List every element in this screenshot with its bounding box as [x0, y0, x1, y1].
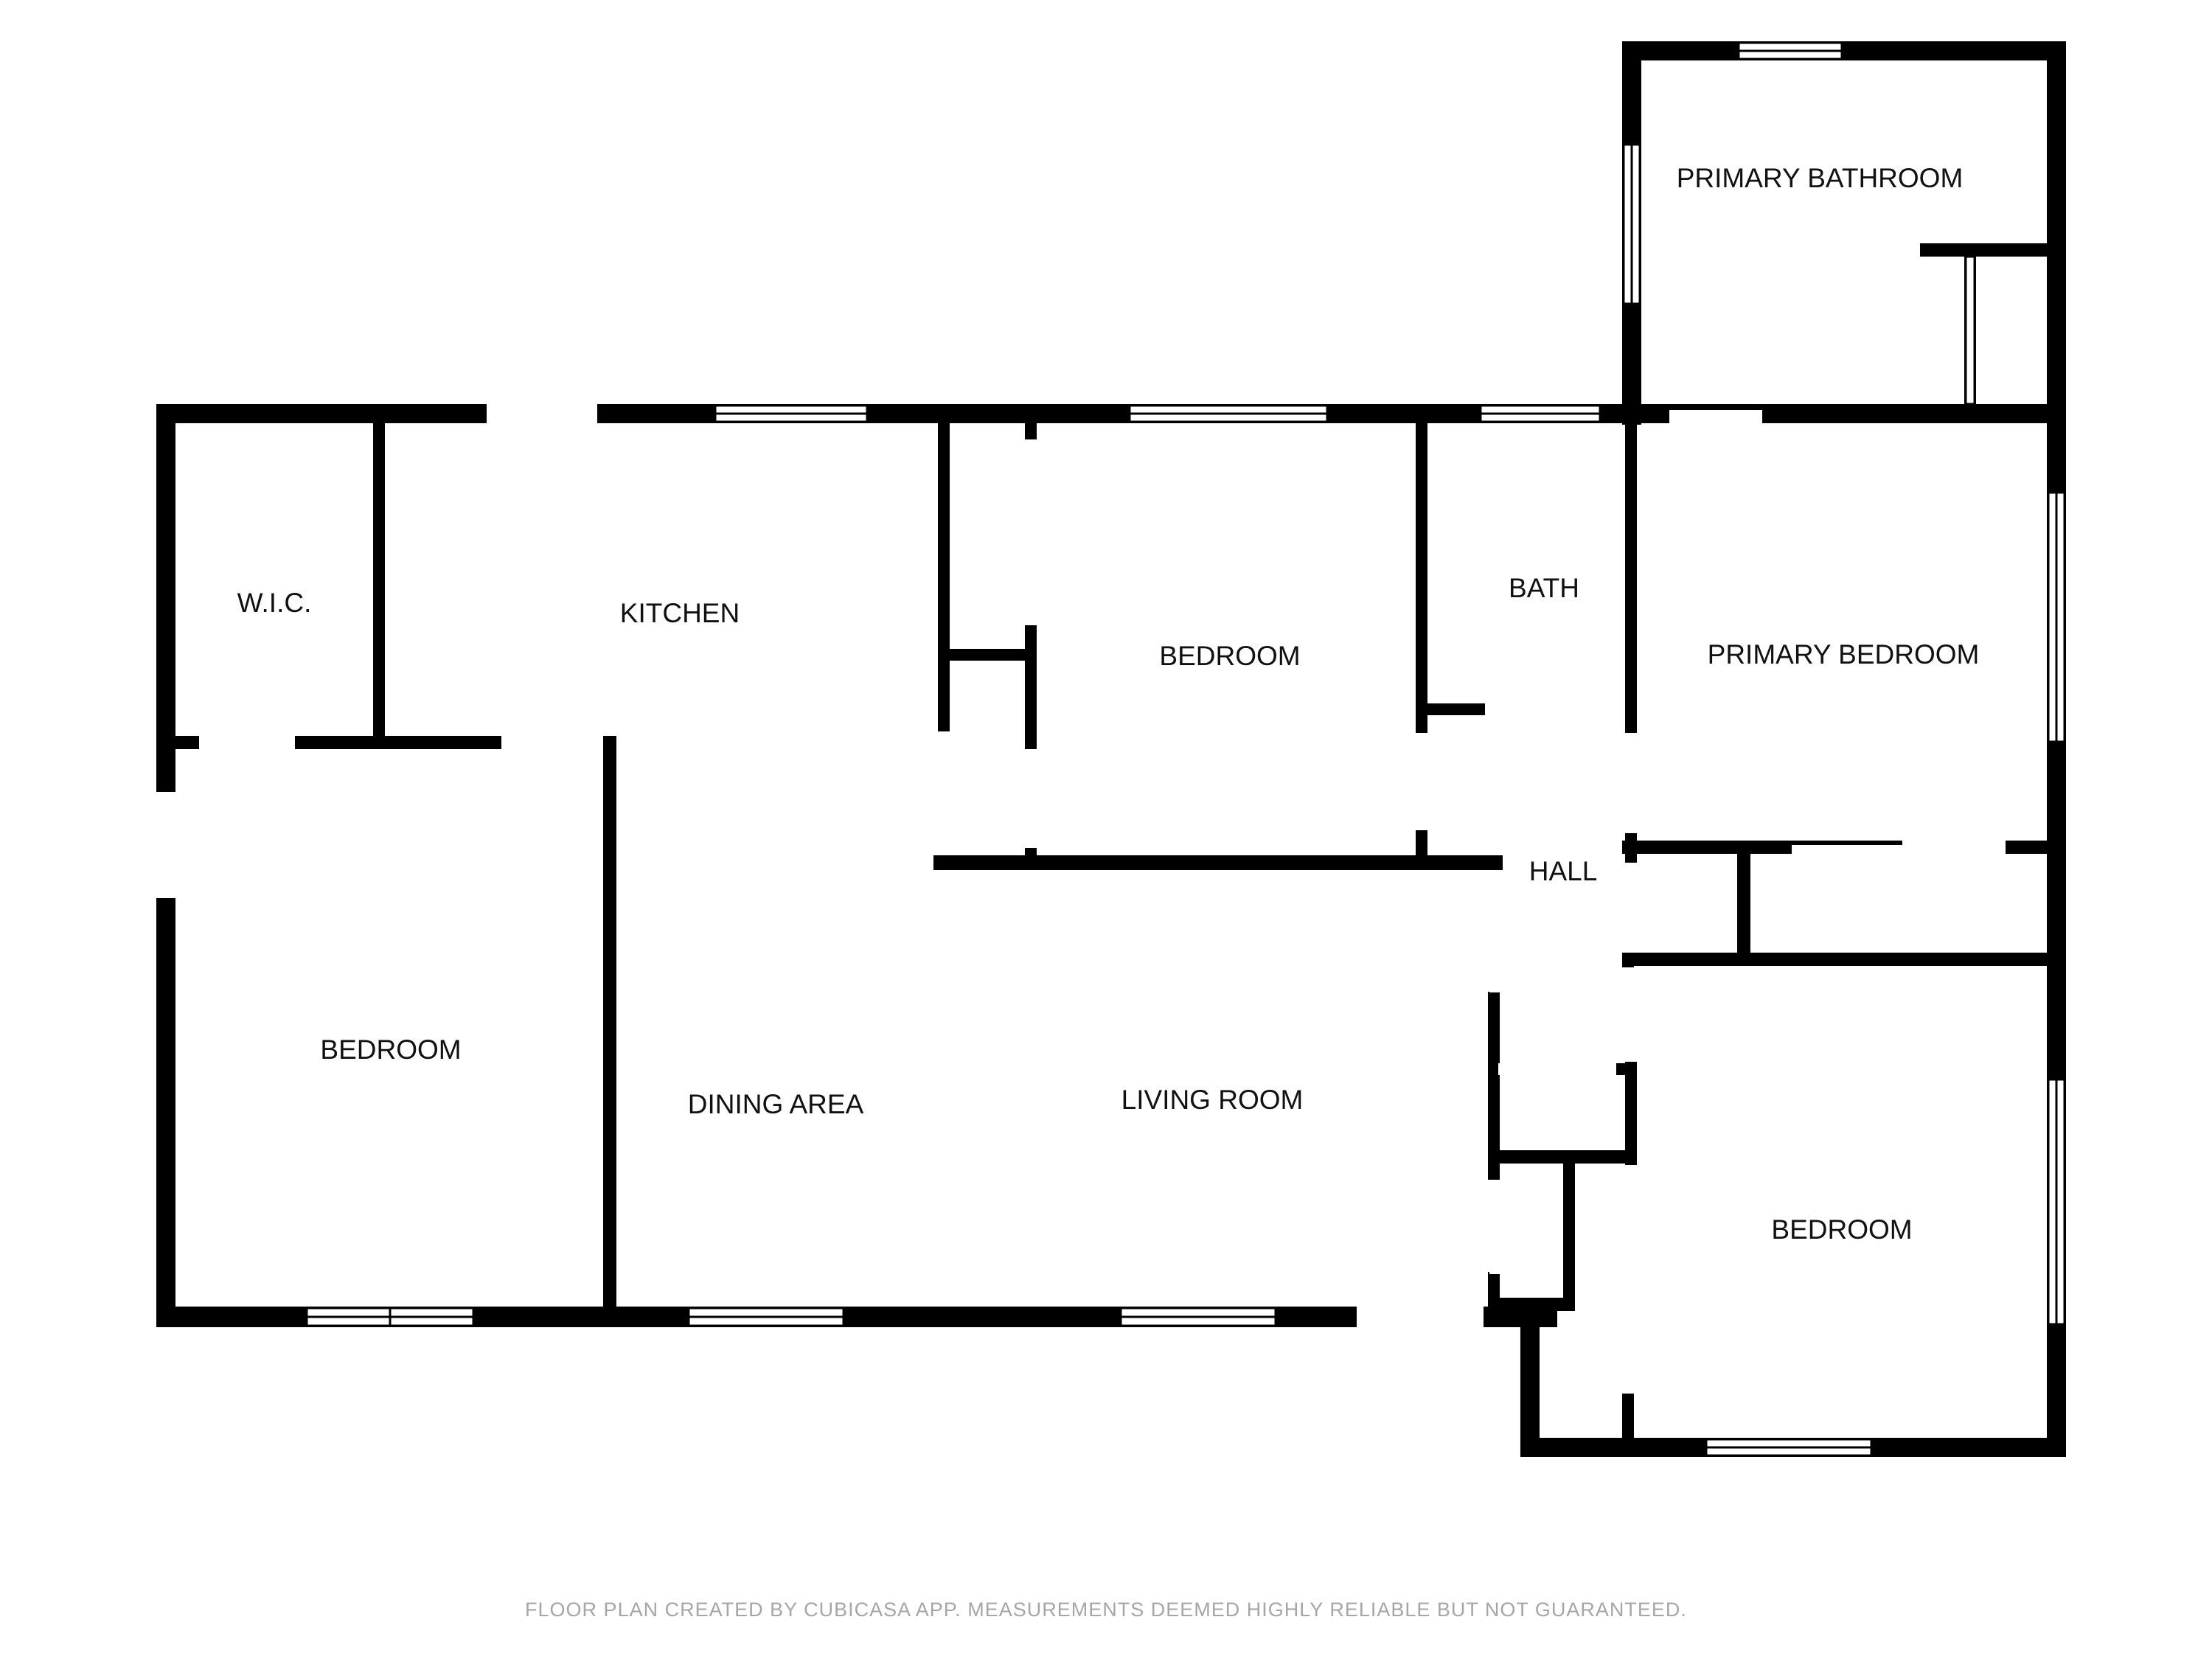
room-label-dining-area: DINING AREA: [688, 1089, 864, 1119]
interior-walls: [156, 243, 2060, 1445]
room-label-wic: W.I.C.: [237, 588, 312, 618]
room-label-kitchen: KITCHEN: [620, 598, 740, 628]
room-label-primary-bathroom: PRIMARY BATHROOM: [1677, 163, 1964, 193]
openings: [156, 404, 2006, 1391]
room-label-bedroom-right: BEDROOM: [1771, 1214, 1912, 1245]
window: [1128, 404, 1329, 423]
window: [1737, 41, 1843, 60]
disclaimer-text: FLOOR PLAN CREATED BY CUBICASA APP. MEAS…: [525, 1599, 1687, 1621]
room-label-hall: HALL: [1529, 856, 1598, 886]
window: [1622, 143, 1641, 305]
window: [305, 1307, 475, 1327]
window: [2047, 1078, 2066, 1326]
room-label-bedroom-left: BEDROOM: [320, 1034, 461, 1065]
window: [1479, 404, 1601, 423]
room-label-living-room: LIVING ROOM: [1121, 1085, 1304, 1115]
window: [2047, 491, 2066, 743]
room-labels: W.I.C. KITCHEN BEDROOM BATH PRIMARY BATH…: [237, 163, 1980, 1245]
window: [1964, 255, 1976, 406]
window: [714, 404, 869, 423]
window: [1119, 1307, 1277, 1327]
window: [1705, 1438, 1873, 1457]
window: [687, 1307, 845, 1327]
room-label-bath: BATH: [1509, 573, 1579, 603]
windows: [305, 41, 2066, 1457]
room-label-bedroom-center: BEDROOM: [1159, 641, 1300, 671]
room-label-primary-bedroom: PRIMARY BEDROOM: [1708, 639, 1980, 669]
